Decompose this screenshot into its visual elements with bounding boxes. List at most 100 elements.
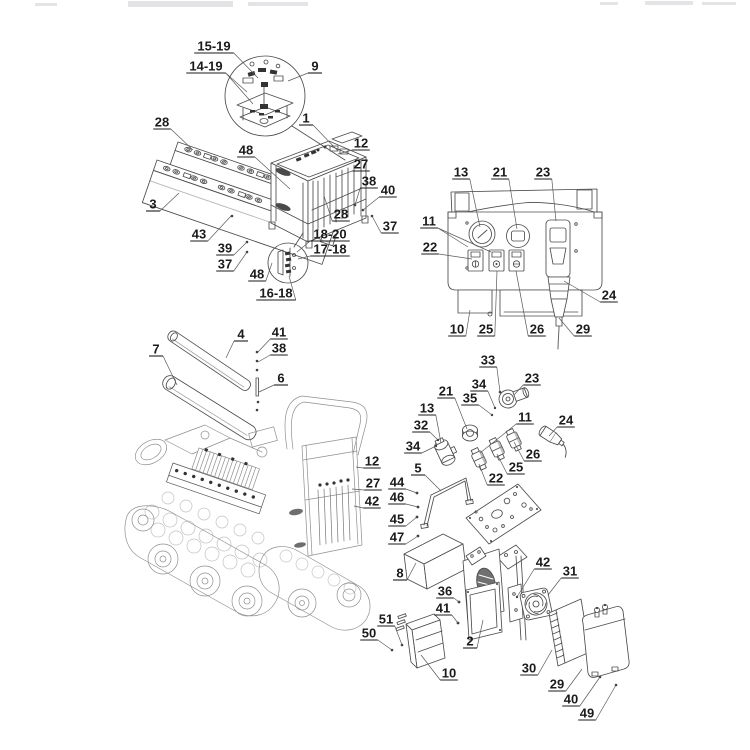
svg-text:33: 33: [481, 353, 495, 368]
panel-switch-26: [508, 249, 525, 272]
callout-38: 38: [354, 174, 378, 206]
svg-text:39: 39: [218, 241, 232, 256]
callout-10: 10: [448, 309, 471, 337]
callout-22: 22: [421, 240, 473, 260]
svg-text:11: 11: [518, 410, 532, 425]
callout-11: 11: [420, 214, 492, 253]
svg-text:34: 34: [406, 439, 421, 454]
callout-24: 24: [548, 413, 575, 437]
svg-text:42: 42: [536, 555, 550, 570]
svg-text:22: 22: [489, 471, 503, 486]
callout-27: 27: [335, 157, 370, 178]
svg-text:38: 38: [362, 174, 376, 189]
svg-text:1: 1: [302, 111, 309, 126]
bar-fasteners: [255, 350, 260, 412]
callout-8: 8: [393, 562, 417, 581]
tracked-vehicle: [124, 395, 371, 631]
svg-text:36: 36: [438, 584, 452, 599]
panel-plate: [465, 483, 542, 570]
control-panel: [447, 188, 603, 350]
svg-text:38: 38: [272, 341, 286, 356]
switch-parts-cluster: [434, 387, 567, 472]
callout-1: 1: [299, 111, 339, 152]
svg-text:26: 26: [530, 322, 544, 337]
svg-text:37: 37: [218, 257, 232, 272]
svg-text:13: 13: [420, 401, 434, 416]
callout-9: 9: [287, 59, 322, 82]
callout-31: 31: [547, 564, 579, 596]
callout-51: 51: [377, 612, 403, 646]
callout-13: 13: [452, 165, 481, 228]
svg-text:32: 32: [414, 418, 428, 433]
callout-12: 12: [355, 454, 381, 469]
svg-text:10: 10: [450, 322, 464, 337]
svg-text:13: 13: [454, 165, 468, 180]
callout-23: 23: [513, 371, 541, 396]
callout-42: 42: [353, 494, 381, 509]
heatsink-30: [548, 598, 591, 667]
svg-text:28: 28: [334, 207, 348, 222]
callout-6: 6: [258, 371, 288, 393]
svg-text:10: 10: [442, 666, 456, 681]
svg-text:43: 43: [192, 227, 206, 242]
svg-text:23: 23: [536, 165, 550, 180]
svg-text:31: 31: [563, 564, 577, 579]
charger-29: [582, 603, 630, 687]
callout-43: 43: [190, 215, 232, 242]
callout-40: 40: [562, 676, 601, 707]
svg-text:17-18: 17-18: [313, 242, 346, 257]
callout-27: 27: [351, 476, 382, 491]
callout-34: 34: [470, 377, 496, 409]
callout-26: 26: [515, 270, 546, 337]
callout-47: 47: [388, 530, 419, 545]
callout-38: 38: [257, 341, 288, 363]
svg-text:44: 44: [390, 475, 405, 490]
svg-text:3: 3: [149, 197, 156, 212]
detail-circle-terminals: [224, 55, 346, 161]
callout-41: 41: [434, 601, 459, 624]
svg-text:48: 48: [239, 143, 253, 158]
svg-text:41: 41: [436, 601, 450, 616]
svg-text:22: 22: [423, 240, 437, 255]
callout-29: 29: [558, 317, 592, 337]
callout-41: 41: [257, 325, 288, 353]
callout-26: 26: [513, 441, 542, 462]
svg-text:35: 35: [463, 391, 477, 406]
svg-text:9: 9: [311, 59, 318, 74]
callout-48: 48: [248, 262, 273, 282]
svg-text:25: 25: [509, 460, 523, 475]
callout-28: 28: [153, 115, 194, 151]
callout-32: 32: [412, 418, 439, 441]
svg-text:27: 27: [354, 157, 368, 172]
callout-22: 22: [478, 463, 505, 486]
callout-4: 4: [225, 327, 248, 359]
svg-text:8: 8: [396, 566, 403, 581]
cover-8: [403, 533, 467, 590]
callout-3: 3: [146, 192, 180, 212]
callout-29: 29: [548, 668, 583, 692]
callout-24: 24: [563, 280, 618, 303]
cover-bar-7: [162, 375, 257, 441]
svg-text:37: 37: [383, 219, 397, 234]
callout-50: 50: [360, 626, 393, 651]
panel-switch-22: [467, 249, 484, 272]
callout-42: 42: [516, 555, 552, 598]
callout-18-20: 18-20: [296, 227, 350, 253]
callout-2: 2: [463, 619, 484, 649]
svg-text:30: 30: [522, 661, 536, 676]
callout-34: 34: [404, 439, 437, 454]
svg-text:51: 51: [379, 612, 393, 627]
plug-10: [390, 613, 446, 669]
svg-text:16-18: 16-18: [259, 286, 292, 301]
callout-7: 7: [149, 342, 178, 386]
callout-45: 45: [388, 512, 418, 527]
svg-text:48: 48: [250, 267, 264, 282]
callout-25: 25: [477, 270, 498, 337]
svg-text:45: 45: [390, 512, 404, 527]
svg-text:47: 47: [390, 530, 404, 545]
callout-40: 40: [362, 183, 397, 211]
svg-text:21: 21: [493, 165, 507, 180]
svg-text:34: 34: [472, 377, 487, 392]
